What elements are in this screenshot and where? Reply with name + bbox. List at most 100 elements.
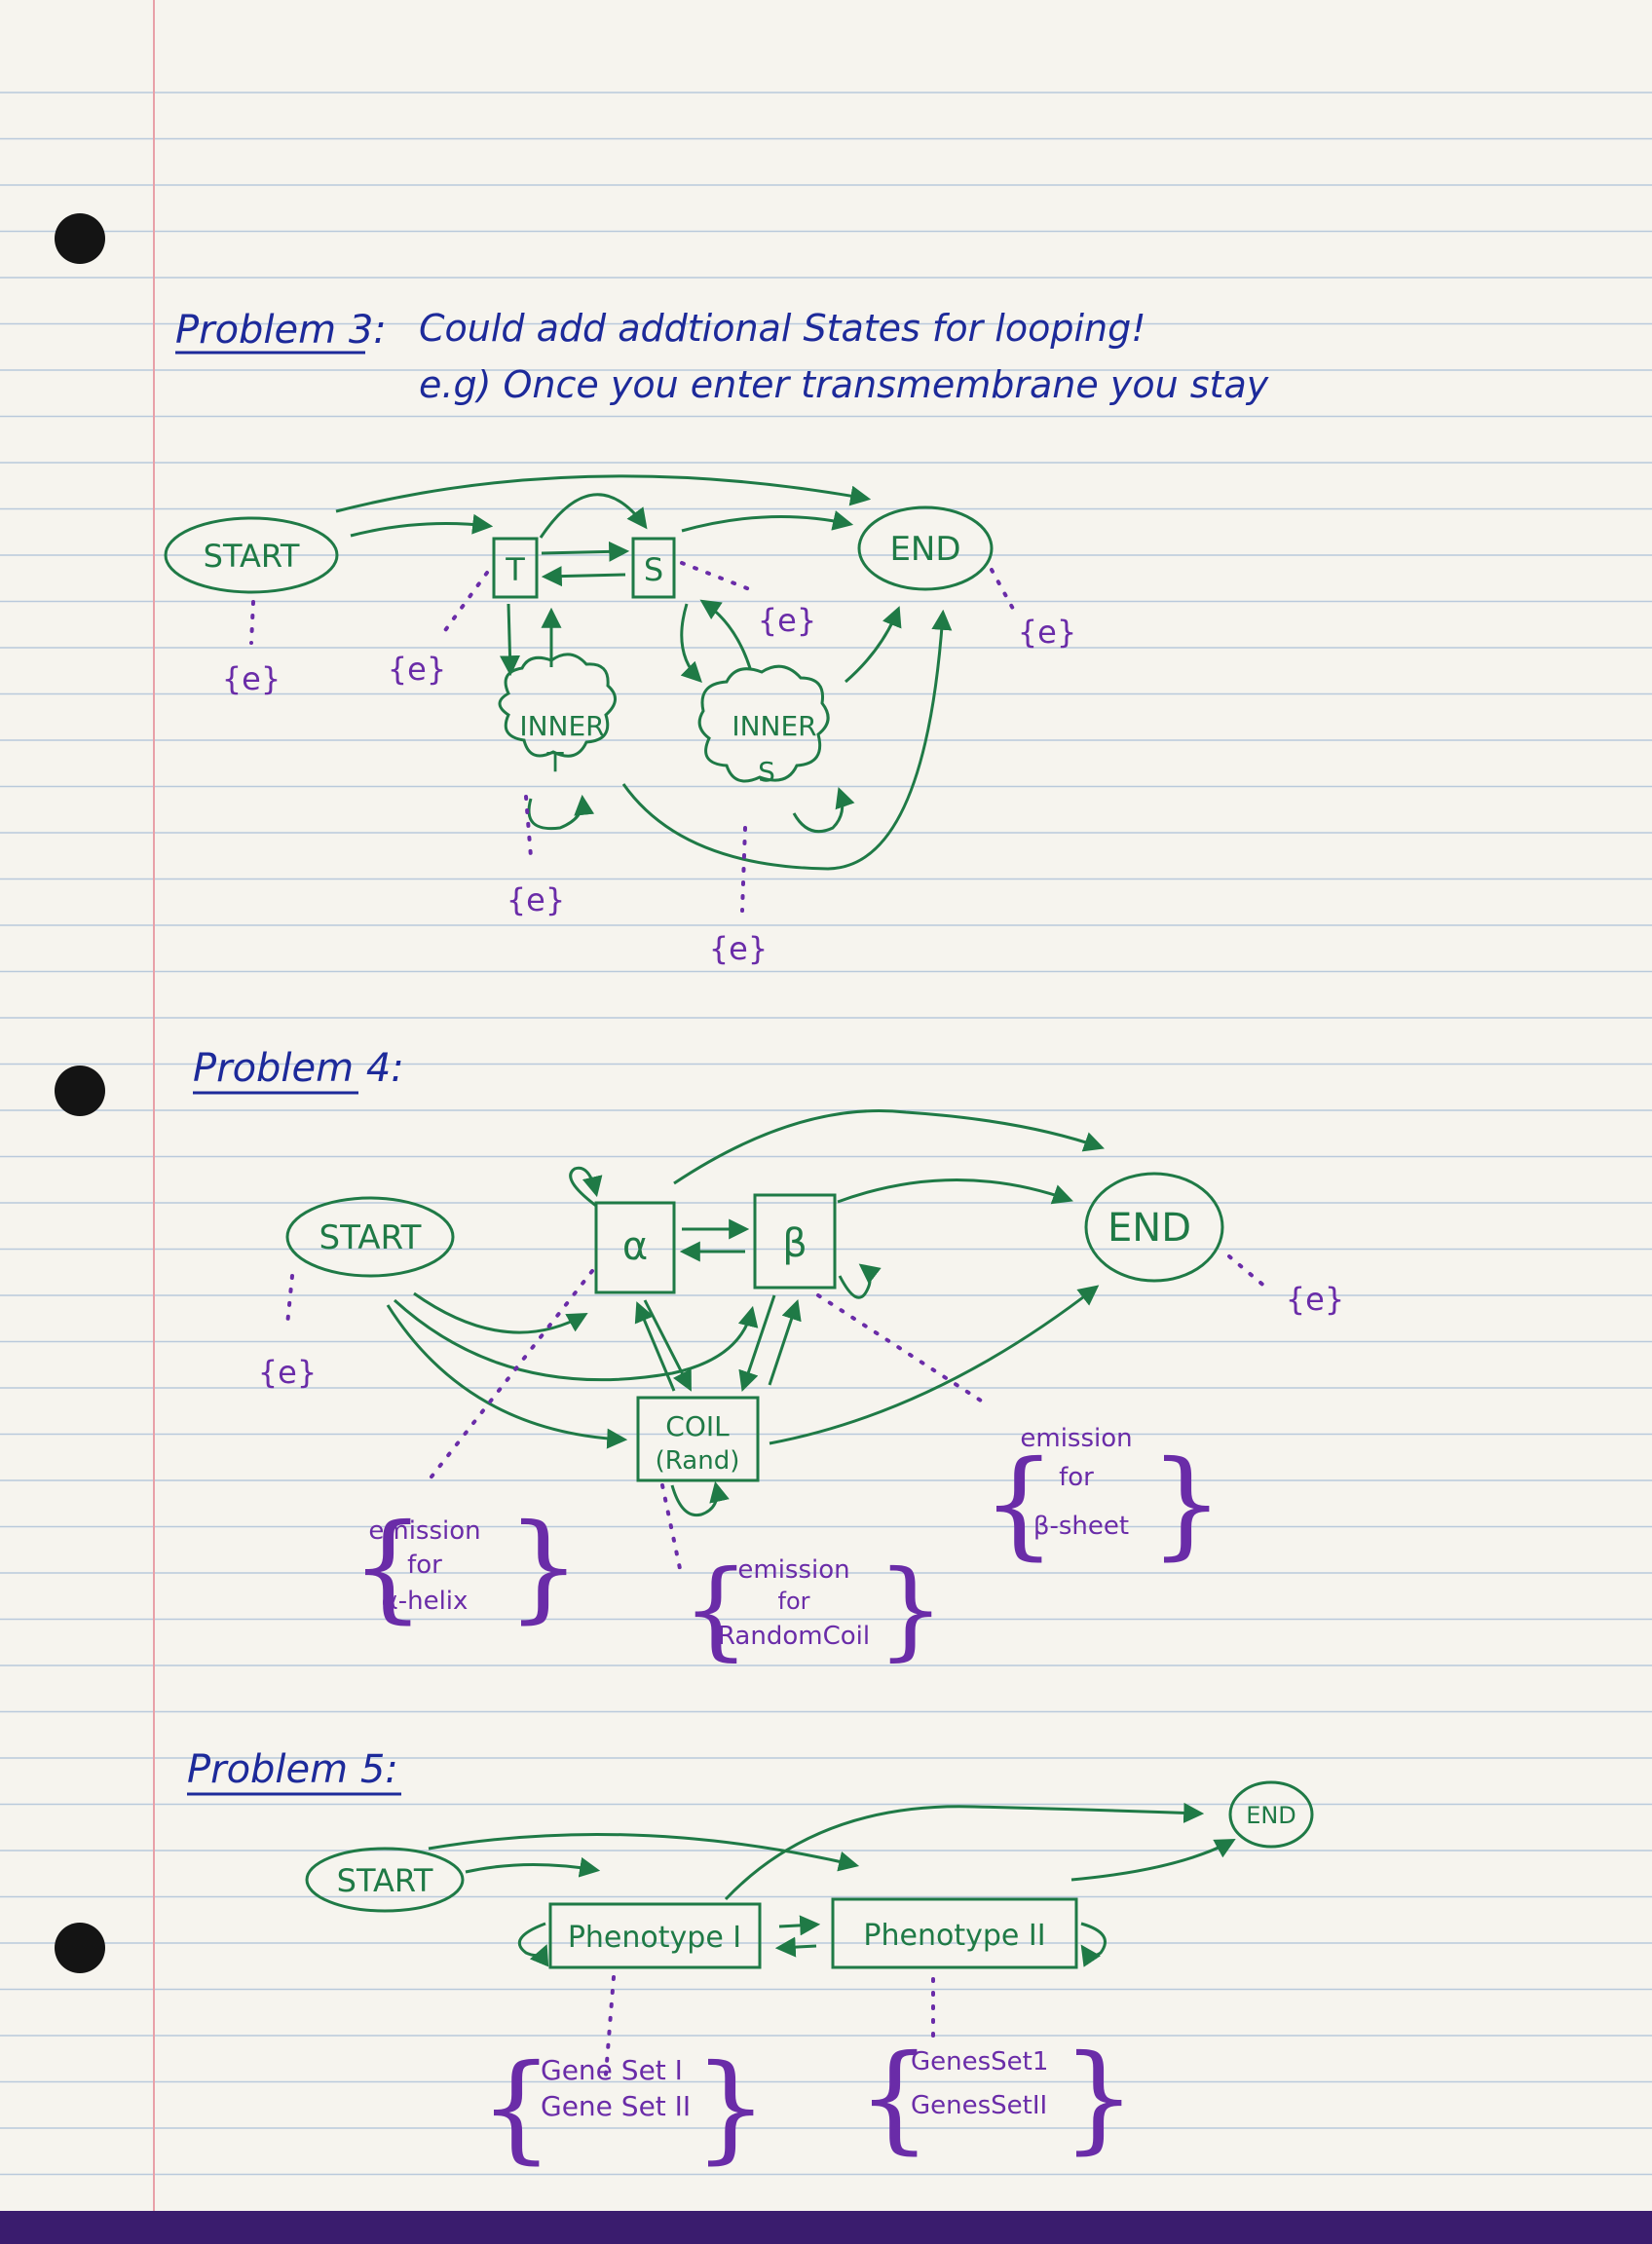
p4-end-label: END: [1108, 1206, 1191, 1251]
p3-edge-inner-s-s: [699, 599, 752, 669]
binder-hole-bottom: [55, 1923, 105, 1973]
p3-start-node: [164, 516, 339, 594]
p3-emit-start: {e}: [222, 660, 281, 697]
p5-edge-ph1-self: [517, 1922, 549, 1967]
p3-inner-s-label-1: INNER: [732, 710, 816, 742]
p3-emit-inner-t: {e}: [507, 881, 565, 918]
p3-edge-inner-s-self: [792, 787, 855, 834]
p4-coil-emission-set: { emission for RandomCoil }: [682, 1547, 945, 1671]
p3-edge-t-inner-t: [500, 603, 521, 677]
p5-g2-line-1: GenesSet1: [911, 2047, 1048, 2076]
p5-g1-line-2: Gene Set II: [541, 2090, 691, 2122]
p5-phenotype-1-label: Phenotype I: [568, 1921, 741, 1955]
p5-start-node: [305, 1847, 465, 1913]
p5-heading: Problem 5:: [187, 1747, 398, 1792]
p4-emit-dots-beta: [816, 1293, 986, 1404]
p4-edge-beta-end: [837, 1178, 1073, 1205]
p4-beta-em-line-3: β-sheet: [1033, 1512, 1129, 1541]
p3-inner-t-node: [498, 653, 617, 758]
p4-emit-dots-start: [285, 1274, 294, 1327]
p4-alpha-em-line-1: emission: [368, 1516, 480, 1546]
p4-alpha-em-line-2: for: [407, 1551, 442, 1580]
p4-alpha-em-line-3: α-helix: [382, 1587, 469, 1616]
p5-edge-ph1-end: [724, 1802, 1205, 1901]
desk-edge: [0, 2211, 1652, 2244]
p3-start-label: START: [204, 538, 300, 575]
p4-edge-coil-alpha: [634, 1301, 676, 1392]
p4-coil-em-line-3: RandomCoil: [718, 1622, 870, 1651]
p5-phenotype-2-node: [831, 1897, 1078, 1969]
p4-alpha-emission-set: { emission for α-helix }: [351, 1500, 581, 1635]
p3-emit-s: {e}: [758, 602, 816, 639]
p3-inner-t-label-1: INNER: [519, 710, 604, 742]
p5-g1-brace-right: }: [694, 2040, 768, 2176]
p3-edge-start-t: [350, 513, 494, 538]
p4-end-node: [1084, 1172, 1224, 1283]
p5-edge-ph2-end: [1070, 1838, 1236, 1882]
p5-g1-brace-left: {: [479, 2040, 553, 2176]
p4-start-label: START: [319, 1218, 422, 1257]
p3-s-label: S: [644, 551, 663, 588]
p4-coil-em-line-2: for: [778, 1588, 810, 1615]
ruled-lines: [0, 92, 1652, 2176]
p4-coil-brace-left: {: [682, 1547, 750, 1671]
p4-emit-dots-alpha: [427, 1269, 594, 1482]
p4-emit-end: {e}: [1286, 1281, 1344, 1318]
p4-edge-start-beta: [393, 1298, 759, 1382]
p3-edge-s-end: [681, 510, 854, 533]
p5-g2-brace-right: }: [1062, 2031, 1136, 2166]
p4-alpha-label: α: [622, 1224, 648, 1269]
p4-edge-coil-self: [670, 1480, 730, 1517]
p4-edge-coil-end: [769, 1285, 1100, 1445]
p5-start-label: START: [337, 1862, 433, 1899]
p4-alpha-brace-right: }: [507, 1500, 581, 1635]
p4-beta-brace-right: }: [1149, 1437, 1223, 1572]
p5-g2-brace-left: {: [857, 2031, 931, 2166]
p4-beta-brace-left: {: [982, 1437, 1056, 1572]
p3-edge-t-s: [541, 541, 630, 562]
p4-coil-node: [636, 1396, 760, 1482]
p4-beta-em-line-1: emission: [1020, 1424, 1132, 1453]
p3-emit-dots-t: [441, 571, 489, 635]
p3-inner-t-label-2: T: [545, 746, 564, 778]
p4-edge-coil-beta: [768, 1299, 802, 1386]
p4-coil-brace-right: }: [877, 1547, 945, 1671]
problem-5: Problem 5: START END Phenotype I Phenoty…: [187, 1747, 1314, 2176]
p3-edge-s-t: [541, 566, 626, 587]
p3-inner-s-label-2: S: [758, 756, 775, 788]
p4-heading: Problem 4:: [193, 1046, 404, 1091]
p4-coil-em-line-1: emission: [737, 1555, 849, 1585]
p5-phenotype-2-label: Phenotype II: [863, 1919, 1045, 1953]
p4-alpha-node: [594, 1201, 676, 1294]
p5-ph1-emission-set: { Gene Set I Gene Set II }: [479, 2040, 768, 2176]
p3-edge-s-inner-s: [680, 603, 702, 683]
p3-edge-start-end: [335, 474, 872, 513]
p3-emit-end: {e}: [1018, 614, 1076, 651]
problem-3: Problem 3: Could add addtional States fo…: [164, 307, 1269, 967]
p4-beta-node: [753, 1193, 837, 1290]
p5-emit-dots-ph1: [604, 1975, 616, 2076]
p5-g2-line-2: GenesSetII: [911, 2091, 1047, 2120]
problem-4: Problem 4: START α β END COIL (Rand): [193, 1046, 1344, 1671]
p4-edge-start-alpha: [413, 1291, 588, 1334]
p5-edge-ph1-ph2: [778, 1915, 821, 1936]
p4-edge-beta-coil: [738, 1294, 776, 1392]
p5-end-node: [1228, 1780, 1314, 1849]
p3-end-node: [857, 505, 994, 591]
p3-emit-t: {e}: [388, 651, 446, 688]
p4-edge-alpha-end-top: [673, 1109, 1105, 1185]
p5-edge-ph2-ph1: [774, 1936, 817, 1958]
p5-g1-line-1: Gene Set I: [541, 2054, 683, 2086]
p4-beta-label: β: [782, 1221, 807, 1266]
p4-beta-em-line-2: for: [1059, 1463, 1094, 1492]
p3-edge-inner-t-self: [527, 794, 595, 831]
p3-inner-s-node: [697, 664, 830, 783]
p4-emit-dots-end: [1227, 1254, 1268, 1290]
p3-note-line-1: Could add addtional States for looping!: [419, 307, 1145, 350]
p4-edge-alpha-self: [569, 1166, 603, 1208]
p3-emit-dots-inner-t: [524, 795, 533, 859]
p4-coil-label-1: COIL: [665, 1410, 730, 1442]
